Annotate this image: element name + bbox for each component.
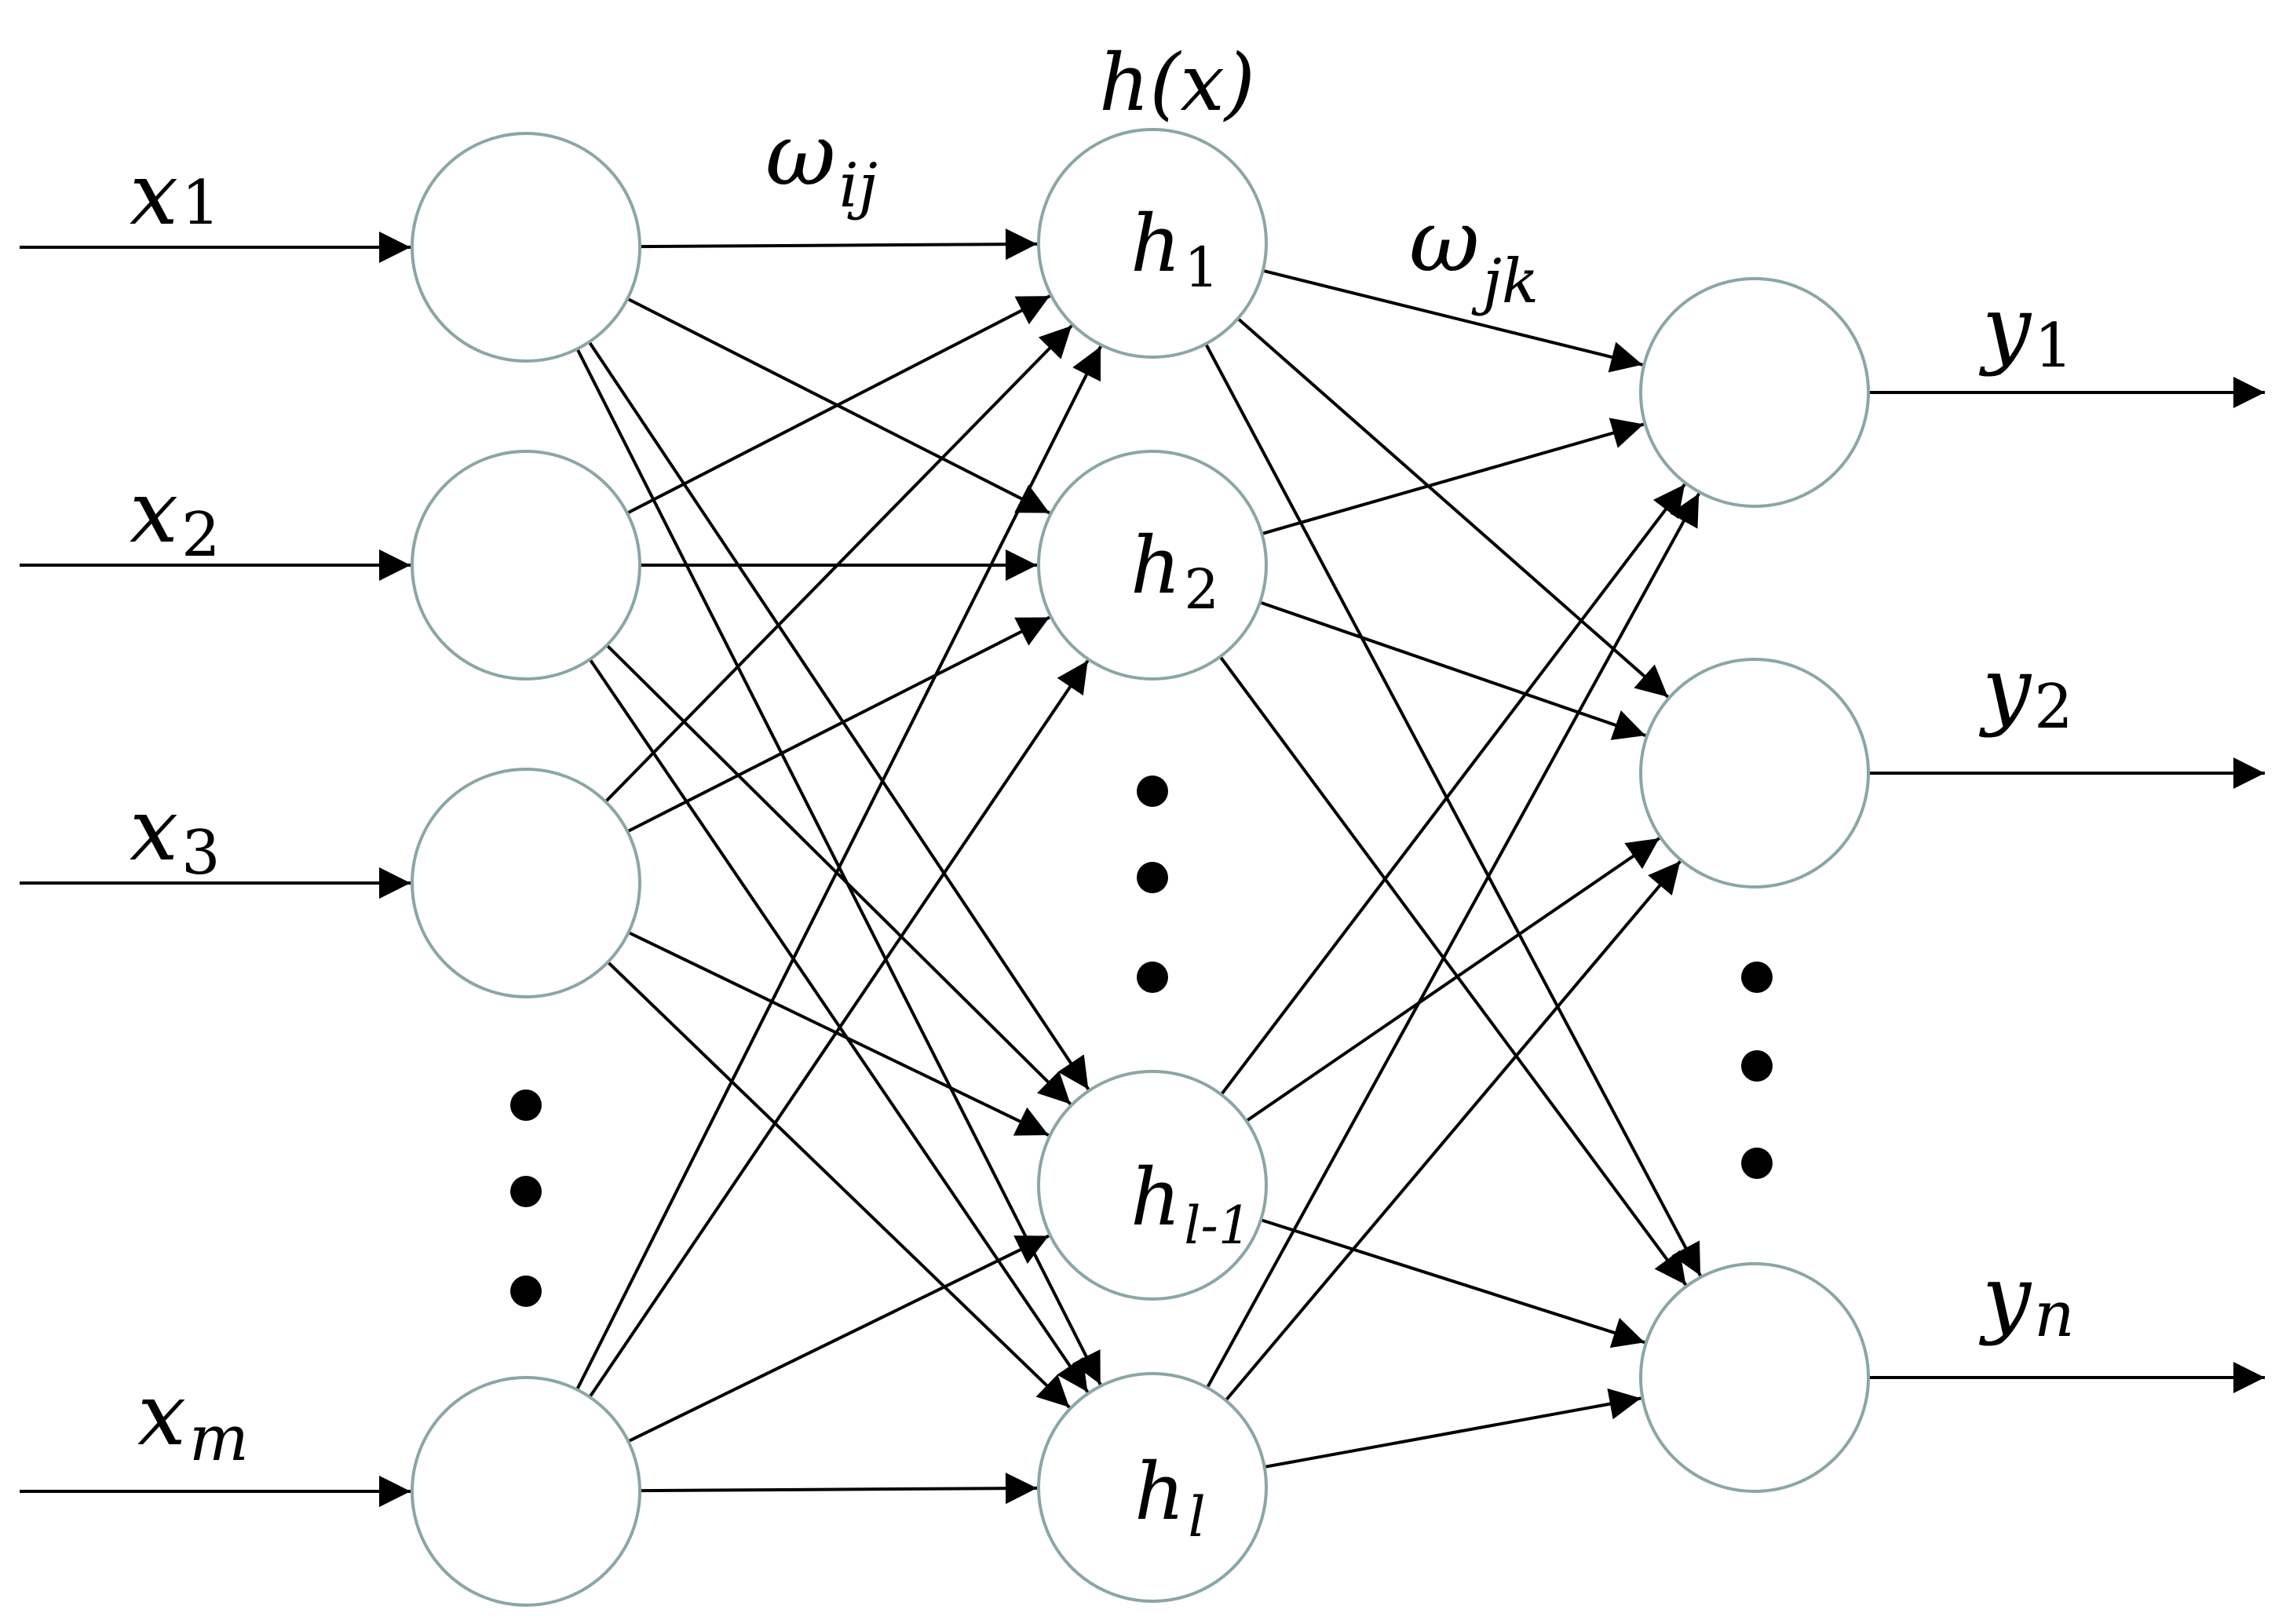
hidden-label-hl: hl [1134,1446,1206,1549]
edge-hidden0-output2 [1204,343,1702,1277]
edge-hidden3-output0 [1206,492,1700,1389]
hidden-label-hl-1: hl-1 [1130,1151,1251,1256]
input-node-3 [411,1376,641,1607]
input-node-2 [411,768,641,998]
input-label-xm: xm [137,1364,249,1475]
weight-label-jk: ωjk [1409,191,1539,317]
hidden-ellipsis-dot-2 [1137,962,1168,993]
edge-input3-hidden3 [639,1473,1038,1505]
edge-hidden0-output1 [1236,317,1669,699]
weight-label-ij: ωij [765,104,878,221]
edge-hidden1-output0 [1261,418,1645,535]
input-label-x3: x3 [130,779,221,889]
edge-input0-hidden0 [639,228,1038,261]
input-ellipsis-dot-1 [510,1176,542,1207]
ellipsis-dots [510,776,1773,1307]
edge-hidden2-output1 [1245,837,1660,1122]
input-label-x1: x1 [130,144,221,244]
input-ellipsis-dot-0 [510,1089,542,1121]
edge-input2-hidden3 [606,961,1071,1409]
hidden-ellipsis-dot-0 [1137,776,1168,807]
edge-hidden2-output2 [1260,1218,1645,1348]
output-ellipsis-dot-0 [1741,962,1773,993]
output-ellipsis-dot-2 [1741,1148,1773,1179]
hidden-node-1 [1037,450,1268,681]
output-node-2 [1639,1262,1870,1493]
edge-hidden3-output1 [1224,860,1682,1402]
neuron-nodes [411,128,1870,1607]
input-ellipsis-dot-2 [510,1275,542,1307]
hidden-layer-title: h(x) [1099,37,1255,129]
output-node-1 [1639,658,1870,889]
edge-hidden1-output2 [1218,655,1688,1286]
output-label-y2: y2 [1978,638,2073,743]
edge-hidden3-output2 [1264,1388,1641,1469]
input-label-x2: x2 [130,462,221,571]
output-label-yn: yn [1978,1246,2075,1351]
edge-hidden2-output0 [1220,483,1686,1096]
hidden-node-3 [1037,1372,1268,1603]
connection-edges [575,228,1702,1505]
hidden-label-h1: h1 [1130,198,1219,300]
edge-input3-hidden2 [627,1234,1050,1443]
hidden-ellipsis-dot-1 [1137,862,1168,893]
hidden-node-0 [1037,128,1268,359]
output-label-y1: y1 [1978,277,2073,381]
hidden-label-h2: h2 [1130,520,1219,622]
io-arrows [20,232,2265,1507]
edge-input3-hidden1 [588,659,1090,1399]
output-node-0 [1639,277,1870,508]
edge-hidden0-output0 [1262,268,1643,373]
hidden-node-2 [1037,1070,1268,1301]
edge-input2-hidden2 [627,931,1050,1137]
input-node-1 [411,450,641,681]
input-node-0 [411,132,641,363]
edge-input1-hidden3 [588,658,1090,1393]
edge-input2-hidden0 [604,324,1073,803]
output-ellipsis-dot-1 [1741,1050,1773,1082]
edge-input0-hidden2 [587,341,1090,1090]
edge-input1-hidden0 [626,294,1051,515]
edge-input3-hidden0 [575,345,1102,1391]
edge-hidden1-output1 [1259,600,1646,740]
edge-input2-hidden1 [626,615,1050,834]
